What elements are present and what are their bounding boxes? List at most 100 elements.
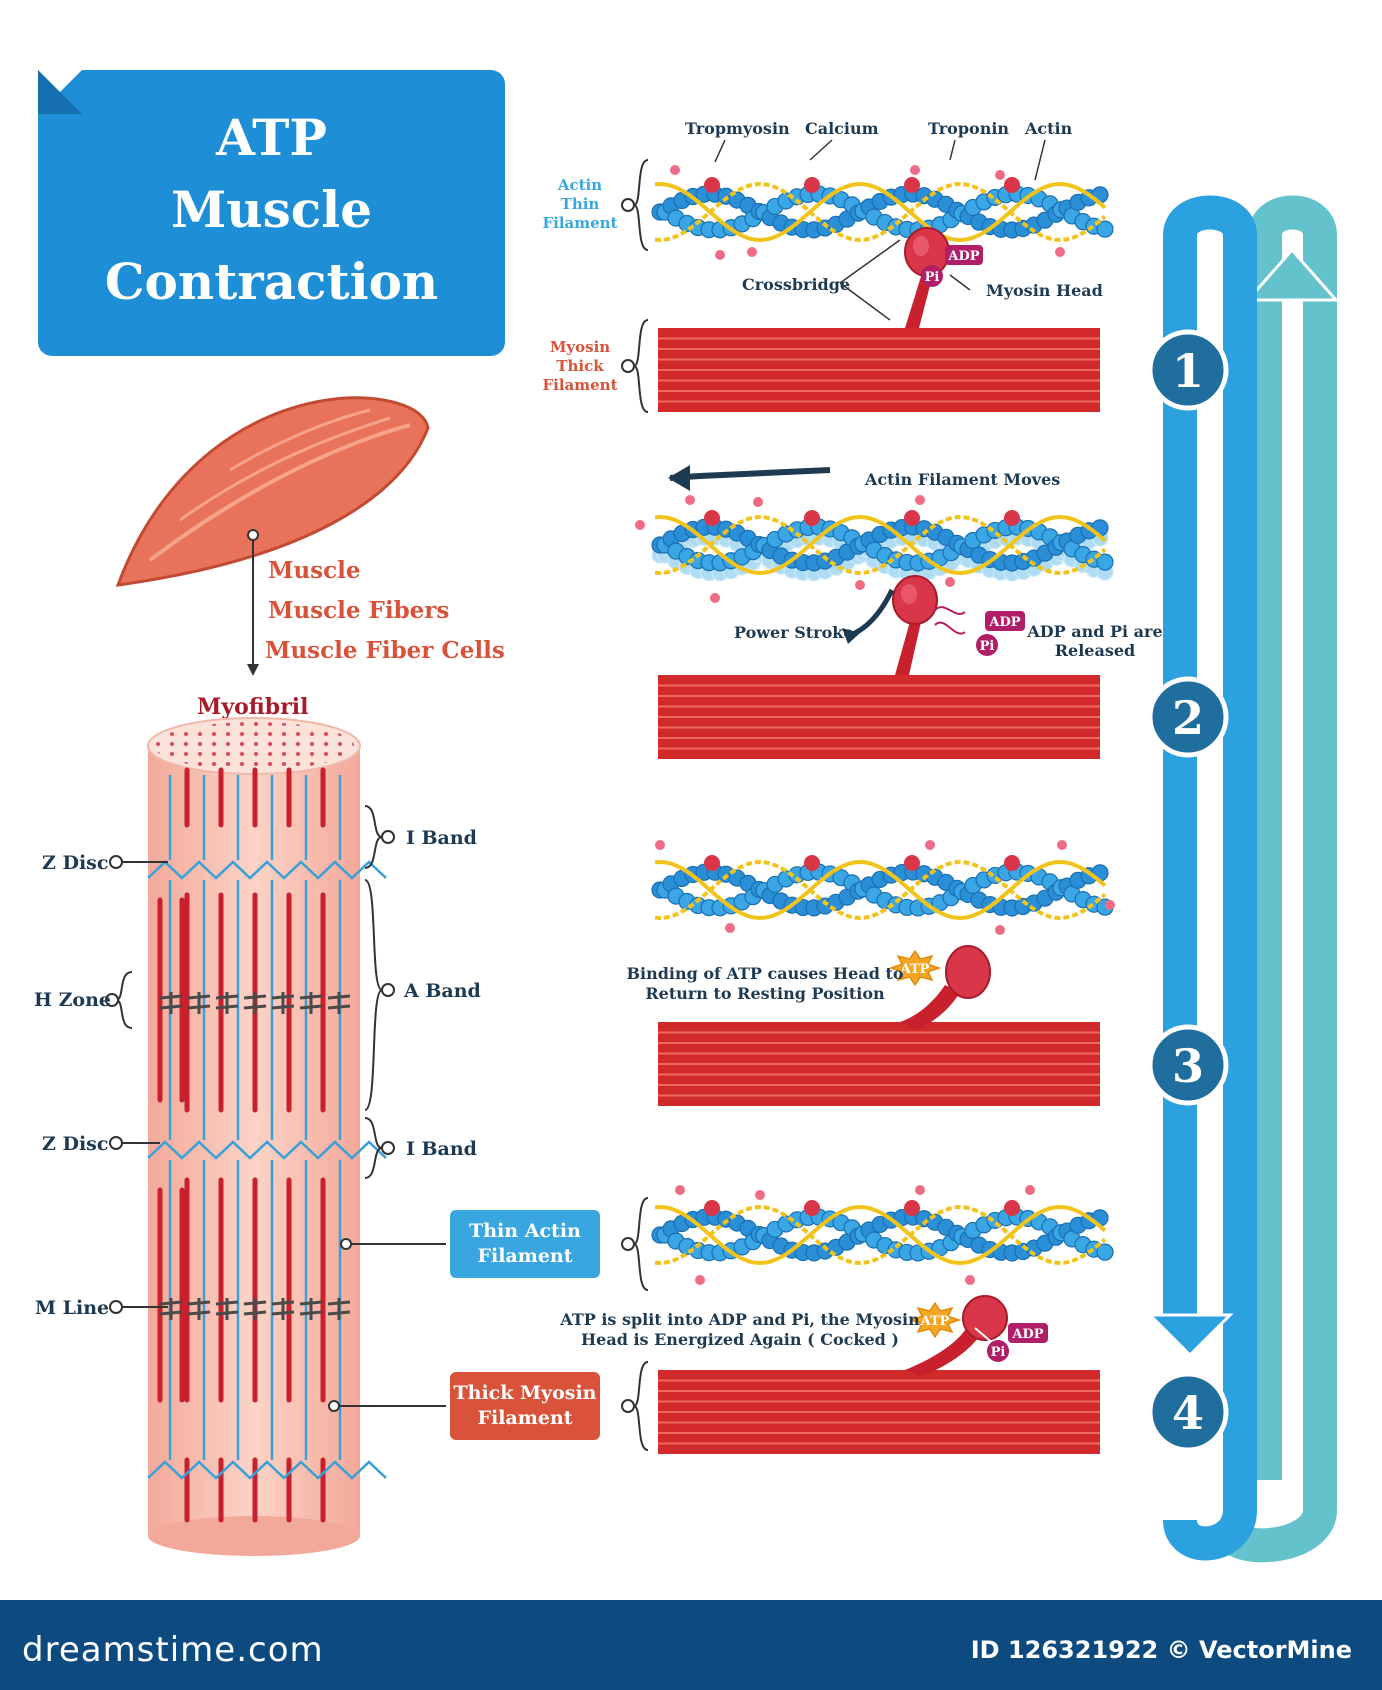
pill-thin-actin-text-2: Filament bbox=[477, 1245, 572, 1267]
troponin bbox=[804, 177, 820, 193]
footer-bar: dreamstime.com ID 126321922 © VectorMine bbox=[0, 1600, 1382, 1690]
label-i-band-top: I Band bbox=[406, 827, 477, 849]
troponin bbox=[704, 1200, 720, 1216]
pi-molecule bbox=[976, 634, 998, 656]
troponin bbox=[804, 1200, 820, 1216]
troponin bbox=[904, 1200, 920, 1216]
molecule-badge bbox=[945, 245, 983, 265]
label-released-1: ADP and Pi are bbox=[1026, 622, 1162, 641]
atp-star-text: ATP bbox=[900, 962, 930, 977]
calcium-ion bbox=[1057, 840, 1067, 850]
label-released-2: Released bbox=[1055, 641, 1135, 660]
pi-molecule-text: Pi bbox=[925, 270, 940, 285]
label-calcium: Calcium bbox=[805, 119, 879, 138]
label-myosin-head: Myosin Head bbox=[986, 281, 1103, 300]
calcium-ion bbox=[725, 923, 735, 933]
z-disc-zigzag bbox=[147, 860, 387, 880]
footer-id: ID 126321922 © VectorMine bbox=[970, 1636, 1352, 1664]
troponin bbox=[904, 177, 920, 193]
label-h-zone: H Zone bbox=[34, 989, 111, 1011]
molecule-badge bbox=[1008, 1323, 1048, 1343]
label-crossbridge: Crossbridge bbox=[742, 275, 850, 294]
molecule-badge-text: ADP bbox=[1011, 1327, 1043, 1342]
troponin bbox=[1004, 1200, 1020, 1216]
label-muscle-fibers: Muscle Fibers bbox=[268, 597, 449, 624]
troponin bbox=[704, 855, 720, 871]
label-troponin: Troponin bbox=[928, 119, 1009, 138]
calcium-ion bbox=[915, 1185, 925, 1195]
label-a-band: A Band bbox=[403, 980, 481, 1002]
calcium-ion bbox=[747, 247, 757, 257]
label-split-1: ATP is split into ADP and Pi, the Myosin bbox=[559, 1310, 920, 1329]
atp-star-text: ATP bbox=[920, 1314, 950, 1329]
label-m-line: M Line bbox=[35, 1297, 109, 1319]
calcium-ion bbox=[925, 840, 935, 850]
hierarchy-arrow-origin bbox=[247, 529, 259, 541]
calcium-ion bbox=[855, 580, 865, 590]
cycle-arrows bbox=[1146, 195, 1340, 1563]
down-arrowhead-bottom bbox=[1168, 1478, 1208, 1498]
step-circle-4 bbox=[1147, 1371, 1229, 1453]
title-line-3: Contraction bbox=[104, 252, 439, 311]
molecule-badge bbox=[985, 611, 1025, 631]
calcium-ion bbox=[1025, 1185, 1035, 1195]
calcium-ion bbox=[635, 520, 645, 530]
actin-movement-arrow bbox=[669, 467, 831, 481]
myosin-thick-filament bbox=[658, 1370, 1100, 1454]
step-number-4: 4 bbox=[1172, 1386, 1204, 1440]
troponin bbox=[704, 177, 720, 193]
column-z-discs bbox=[147, 860, 387, 1480]
z-disc-zigzag bbox=[147, 1140, 387, 1160]
tropomyosin-strand bbox=[654, 1204, 1107, 1266]
step-circle-1 bbox=[1147, 329, 1229, 411]
step-number-3: 3 bbox=[1172, 1039, 1204, 1093]
step-number-1: 1 bbox=[1172, 344, 1204, 398]
atp-star bbox=[888, 949, 942, 987]
actin-bead bbox=[1096, 553, 1114, 571]
release-squiggle bbox=[934, 606, 966, 615]
calcium-ion bbox=[945, 577, 955, 587]
muscle-illustration bbox=[115, 396, 430, 587]
myosin-neck bbox=[900, 985, 960, 1030]
myosin-head-highlight bbox=[913, 236, 929, 256]
myosin-head-highlight bbox=[901, 584, 917, 604]
pi-molecule-text: Pi bbox=[991, 1345, 1006, 1360]
step-circle-3 bbox=[1147, 1024, 1229, 1106]
actin-bead bbox=[1096, 220, 1114, 238]
calcium-ion bbox=[655, 840, 665, 850]
tropomyosin-strand bbox=[654, 181, 1107, 243]
label-myosin-thick-1: Myosin bbox=[550, 338, 610, 356]
pill-thin-actin-text-1: Thin Actin bbox=[469, 1220, 581, 1242]
troponin bbox=[904, 855, 920, 871]
label-binding-1: Binding of ATP causes Head to bbox=[626, 964, 903, 983]
column-label-markers bbox=[105, 830, 395, 1412]
down-arrowhead bbox=[1146, 1313, 1234, 1358]
calcium-ion bbox=[715, 250, 725, 260]
myosin-neck bbox=[905, 1330, 978, 1376]
label-binding-2: Return to Resting Position bbox=[645, 984, 885, 1003]
pill-thick-myosin-text-2: Filament bbox=[477, 1407, 572, 1429]
troponin bbox=[804, 855, 820, 871]
column-body bbox=[148, 746, 360, 1536]
troponin bbox=[1004, 510, 1020, 526]
footer-brand: dreamstime.com bbox=[22, 1630, 324, 1670]
label-split-2: Head is Energized Again ( Cocked ) bbox=[581, 1330, 899, 1349]
pi-molecule bbox=[921, 265, 943, 287]
troponin bbox=[1004, 177, 1020, 193]
label-actin-filament-moves: Actin Filament Moves bbox=[864, 470, 1060, 489]
tropomyosin-strand bbox=[654, 859, 1107, 921]
label-muscle: Muscle bbox=[268, 557, 361, 584]
label-i-band-mid: I Band bbox=[406, 1138, 477, 1160]
panel-bracket bbox=[633, 1197, 649, 1291]
actin-bead bbox=[1096, 1243, 1114, 1261]
power-stroke-arrowhead bbox=[842, 628, 860, 644]
panel-bracket-marker bbox=[621, 1399, 635, 1413]
troponin bbox=[904, 510, 920, 526]
calcium-ion bbox=[755, 1190, 765, 1200]
label-myosin-thick-3: Filament bbox=[542, 376, 617, 394]
actin-helix bbox=[651, 177, 1114, 243]
calcium-ion bbox=[685, 495, 695, 505]
label-power-stroke: Power Stroke bbox=[734, 623, 854, 642]
panel-bracket bbox=[633, 159, 649, 251]
